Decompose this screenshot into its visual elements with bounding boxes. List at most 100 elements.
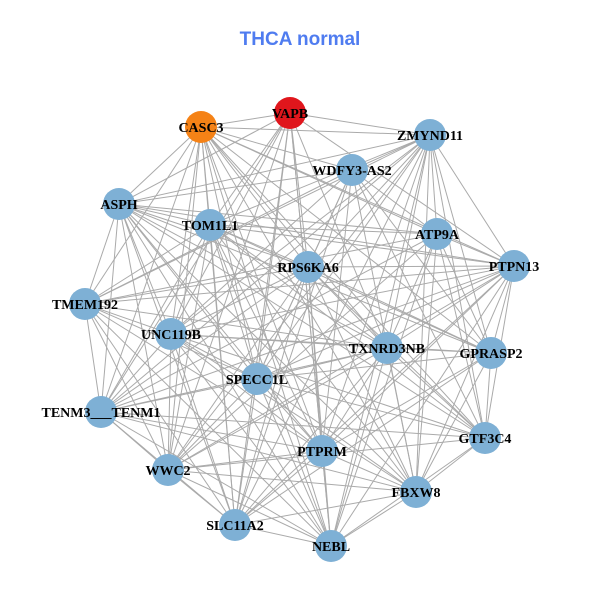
- edge: [167, 126, 202, 471]
- edge: [234, 112, 291, 526]
- node-circle[interactable]: [336, 154, 368, 186]
- edge: [289, 112, 515, 267]
- edge: [330, 233, 438, 547]
- edge: [234, 378, 258, 526]
- node-txnrd3nb[interactable]: TXNRD3NB: [349, 332, 425, 364]
- node-gprasp2[interactable]: GPRASP2: [460, 337, 523, 369]
- node-circle[interactable]: [185, 111, 217, 143]
- node-circle[interactable]: [292, 251, 324, 283]
- node-label: TOM1L1: [182, 219, 239, 234]
- node-zmynd11[interactable]: ZMYND11: [397, 119, 463, 151]
- node-nebl[interactable]: NEBL: [312, 530, 350, 562]
- node-circle[interactable]: [85, 396, 117, 428]
- edge: [100, 266, 309, 413]
- node-tom1l1[interactable]: TOM1L1: [182, 209, 239, 241]
- edge: [170, 224, 211, 335]
- edge: [170, 333, 323, 452]
- edge: [386, 347, 492, 354]
- node-circle[interactable]: [400, 476, 432, 508]
- edge: [84, 265, 515, 305]
- edge: [429, 134, 438, 235]
- edge: [170, 265, 515, 335]
- node-rps6ka6[interactable]: RPS6KA6: [277, 251, 339, 283]
- node-circle[interactable]: [152, 454, 184, 486]
- node-circle[interactable]: [274, 97, 306, 129]
- edge: [200, 126, 323, 452]
- edge: [234, 169, 353, 526]
- node-label: ATP9A: [415, 228, 460, 243]
- node-specc1l[interactable]: SPECC1L: [226, 363, 288, 395]
- node-circle[interactable]: [315, 530, 347, 562]
- node-fbxw8[interactable]: FBXW8: [392, 476, 441, 508]
- edge: [330, 265, 515, 547]
- node-circle[interactable]: [306, 435, 338, 467]
- node-wwc2[interactable]: WWC2: [145, 454, 191, 486]
- edge: [386, 347, 417, 493]
- edge: [84, 224, 211, 305]
- node-label: SPECC1L: [226, 373, 288, 388]
- edge: [386, 265, 515, 349]
- chart-title: THCA normal: [239, 29, 361, 50]
- node-asph[interactable]: ASPH: [100, 188, 138, 220]
- node-tenm3___tenm1[interactable]: TENM3___TENM1: [42, 396, 161, 428]
- edge: [100, 378, 258, 413]
- edge: [170, 333, 486, 439]
- node-label: VAPB: [272, 107, 308, 122]
- node-casc3[interactable]: CASC3: [178, 111, 224, 143]
- node-circle[interactable]: [219, 509, 251, 541]
- node-circle[interactable]: [498, 250, 530, 282]
- edge: [321, 450, 417, 493]
- node-label: WDFY3-AS2: [312, 164, 391, 179]
- edge: [256, 266, 309, 380]
- edge: [234, 347, 388, 526]
- node-vapb[interactable]: VAPB: [272, 97, 308, 129]
- node-atp9a[interactable]: ATP9A: [415, 218, 460, 250]
- node-circle[interactable]: [371, 332, 403, 364]
- node-circle[interactable]: [241, 363, 273, 395]
- edge: [330, 491, 417, 547]
- node-slc11a2[interactable]: SLC11A2: [206, 509, 264, 541]
- edge: [167, 378, 258, 471]
- node-circle[interactable]: [421, 218, 453, 250]
- node-ptpn13[interactable]: PTPN13: [489, 250, 540, 282]
- node-circle[interactable]: [475, 337, 507, 369]
- edge: [200, 126, 486, 439]
- edge: [209, 224, 492, 354]
- node-wdfy3-as2[interactable]: WDFY3-AS2: [312, 154, 392, 186]
- edge: [234, 524, 332, 547]
- node-circle[interactable]: [414, 119, 446, 151]
- edge: [307, 266, 417, 493]
- edge: [167, 450, 323, 471]
- edge: [256, 352, 492, 380]
- edge: [167, 265, 515, 471]
- edge: [209, 112, 291, 226]
- node-circle[interactable]: [103, 188, 135, 220]
- node-label: GPRASP2: [460, 347, 523, 362]
- edge: [307, 266, 388, 349]
- edge: [118, 203, 332, 547]
- edge: [118, 203, 169, 471]
- node-gtf3c4[interactable]: GTF3C4: [459, 422, 512, 454]
- edge: [256, 378, 486, 439]
- node-ptprm[interactable]: PTPRM: [297, 435, 347, 467]
- edge: [100, 126, 202, 413]
- edge: [209, 224, 417, 493]
- node-circle[interactable]: [469, 422, 501, 454]
- edge: [415, 233, 438, 493]
- edge: [321, 169, 353, 452]
- edge: [256, 378, 417, 493]
- node-circle[interactable]: [69, 288, 101, 320]
- node-circle[interactable]: [194, 209, 226, 241]
- node-circle[interactable]: [155, 318, 187, 350]
- edge: [118, 203, 515, 267]
- edge: [167, 469, 332, 547]
- edge: [321, 352, 492, 452]
- node-label: ZMYND11: [397, 129, 463, 144]
- edge: [289, 112, 431, 136]
- node-unc119b[interactable]: UNC119B: [141, 318, 201, 350]
- node-tmem192[interactable]: TMEM192: [52, 288, 118, 320]
- edge: [415, 265, 515, 493]
- edge: [209, 224, 258, 380]
